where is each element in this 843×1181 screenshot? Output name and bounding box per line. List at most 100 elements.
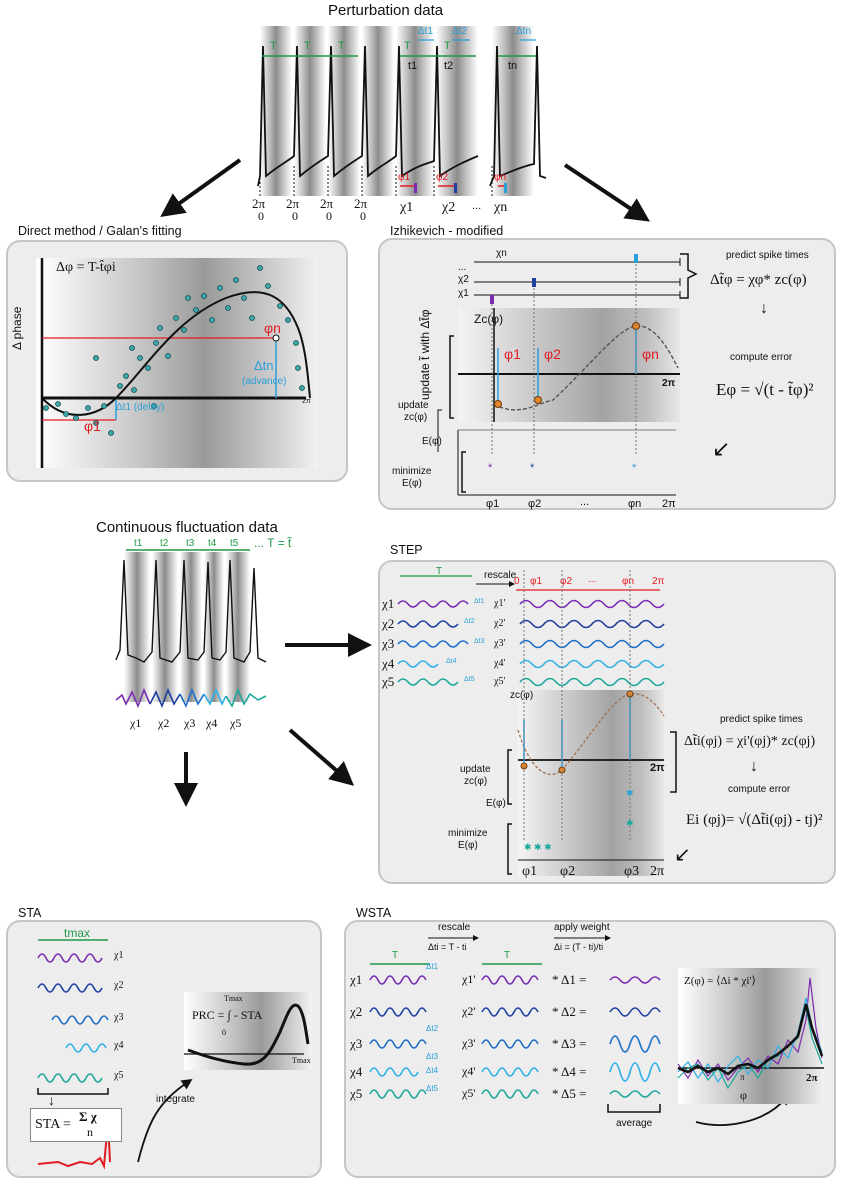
- scale-label: 0: [514, 576, 520, 587]
- t-label: t2: [444, 60, 454, 72]
- t-label: t4: [208, 538, 217, 549]
- predict-label: predict spike times: [726, 250, 809, 261]
- minimize-e-label: E(φ): [458, 840, 478, 851]
- phi-label: φ1: [398, 172, 411, 183]
- chi-row-label: χ1: [458, 288, 469, 299]
- axis-label: 2π: [650, 864, 665, 879]
- curved-arrow: ↙: [674, 844, 691, 866]
- phase-zero: 0: [360, 209, 366, 223]
- phi1-label: φ1: [84, 418, 101, 434]
- prc-plot: PRC = ∫ - STA Tmax 0 Tmax: [184, 992, 312, 1070]
- rescale-equation: Δti = T - ti: [428, 942, 467, 952]
- error-equation: Eφ = √(t - t̃φ)²: [716, 380, 814, 399]
- direct-panel: Δφ = T-t̂φi φn Δtn (advance) Δt1 (delay)…: [6, 240, 348, 482]
- axis-label: φ1: [486, 498, 500, 510]
- dt1-delay-label: Δt1 (delay): [116, 402, 165, 413]
- e-phi-label: E(φ): [486, 798, 506, 809]
- error-marker: ✱: [626, 818, 634, 828]
- weight-label: * Δ2 =: [552, 1004, 587, 1019]
- perturbation-trace: T T T T T Δt1 Δt2 Δtn t1 t2 tn φ1 φ2 φn: [257, 26, 547, 196]
- dt-label: Δt5: [464, 676, 475, 683]
- sta-panel: tmax χ1 χ2 χ3 χ4 χ5 ↓ STA = Σ χ n integr…: [6, 920, 322, 1178]
- delta-phase-axis-label: Δ phase: [10, 306, 24, 350]
- t-label: t5: [230, 538, 239, 549]
- phi-n-label: φn: [264, 320, 281, 336]
- chi-prime-label: χ5': [494, 676, 506, 687]
- integral-top: Tmax: [224, 994, 243, 1003]
- axis-label: φ1: [522, 864, 538, 879]
- chi-label: χ3: [184, 716, 196, 730]
- delta-t-label: Δt2: [452, 26, 468, 37]
- apply-weight-label: apply weight: [554, 922, 610, 933]
- chi-row-label: χ2: [458, 274, 469, 285]
- perturbation-axis: 2π 2π 2π 2π 0 0 0 0 χ1 χ2 ... χn: [252, 196, 552, 226]
- sta-formula-box: STA = Σ χ n: [30, 1108, 122, 1142]
- integral-bottom: 0: [222, 1028, 226, 1037]
- scale-label: 2π: [652, 576, 665, 587]
- update-zc-label: zc(φ): [404, 412, 428, 423]
- chi-label: χ3: [382, 636, 395, 651]
- prc-equation: PRC = ∫ - STA: [192, 1008, 263, 1022]
- chi-label: χ1: [400, 200, 414, 215]
- phase-2pi: 2π: [354, 196, 368, 211]
- error-marker: ✱ ✱ ✱: [524, 842, 552, 852]
- phi-axis-label: φ: [740, 1088, 747, 1102]
- axis-tmax-label: Tmax: [292, 1056, 311, 1065]
- period-label: T: [444, 40, 451, 52]
- step-plot: 2π ✱ ✱ ✱ ✱ ✱: [517, 570, 665, 876]
- delta-t-label: Δtn: [516, 26, 532, 37]
- period-label: T: [338, 40, 345, 52]
- chi-prime-label: χ5': [462, 1086, 476, 1100]
- phase-zero: 0: [292, 209, 298, 223]
- phi-label: φn: [494, 172, 507, 183]
- minimize-label: minimize: [448, 828, 488, 839]
- chi-prime-label: χ4': [494, 658, 506, 669]
- error-marker: *: [632, 462, 637, 474]
- scale-label: φ1: [530, 576, 543, 587]
- predict-label: predict spike times: [720, 714, 803, 725]
- error-marker: ✱: [626, 788, 634, 798]
- twopi-label: 2π: [662, 378, 676, 389]
- update-label: update: [460, 764, 491, 775]
- chi-label: χ4: [350, 1064, 363, 1079]
- chi-label: χ1: [382, 596, 395, 611]
- zc-plot: Zc(φ) φ1 φ2 φn 2π: [458, 308, 680, 422]
- weight-label: * Δ4 =: [552, 1064, 587, 1079]
- chi-label: χ1: [350, 972, 363, 987]
- zc-label: Zc(φ): [474, 312, 504, 326]
- error-equation: Ei (φj)= √(Δt̃i(φj) - tj)²: [686, 812, 823, 828]
- izhikevich-title: Izhikevich - modified: [390, 224, 504, 238]
- chi-row-label: χn: [496, 248, 507, 259]
- update-label: update: [398, 400, 429, 411]
- perturbation-title: Perturbation data: [328, 2, 444, 19]
- chi-label: χ3: [114, 1012, 124, 1023]
- sta-numerator: Σ χ: [79, 1109, 97, 1124]
- update-zc-label: zc(φ): [464, 776, 488, 787]
- delta-t-label: Δt1: [418, 26, 434, 37]
- phase-zero: 0: [326, 209, 332, 223]
- phi-label: φ1: [504, 346, 521, 362]
- chi-label: χ1: [130, 716, 142, 730]
- axis-label: ...: [580, 496, 590, 508]
- phase-2pi: 2π: [252, 196, 266, 211]
- phi-label: φ2: [544, 346, 561, 362]
- chi-label: χ2: [442, 200, 456, 215]
- minimize-e-label: E(φ): [402, 478, 422, 489]
- chi-label: χ5: [114, 1070, 124, 1081]
- sta-eq: STA =: [35, 1117, 71, 1132]
- period-label: T: [270, 40, 277, 52]
- period-label: T: [504, 950, 511, 961]
- chi-label: χ5: [350, 1086, 363, 1101]
- t-label: t2: [160, 538, 169, 549]
- scale-label: φn: [622, 576, 635, 587]
- phi-label: φ2: [436, 172, 449, 183]
- dt-label: Δt4: [446, 658, 457, 665]
- chi-label: χ2: [158, 716, 170, 730]
- rescale-label: rescale: [438, 922, 471, 933]
- dt-label: Δt5: [426, 1084, 439, 1093]
- chi-label: χ2: [382, 616, 395, 631]
- dt-label: Δt4: [426, 1066, 439, 1075]
- chi-row-label: ...: [458, 262, 467, 273]
- zc-label: zc(φ): [510, 690, 534, 701]
- weight-equation: Δi = (T - ti)/ti: [554, 942, 604, 952]
